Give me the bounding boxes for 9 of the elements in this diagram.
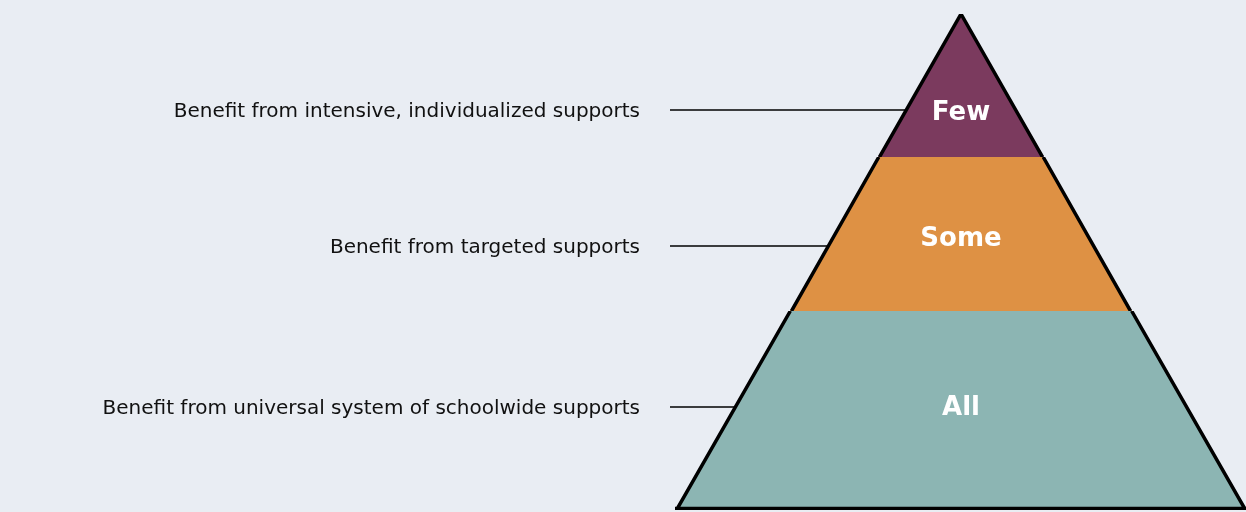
tier-description: Benefit from targeted supports	[329, 234, 670, 258]
leader-line	[669, 245, 829, 247]
tier-label: All	[941, 391, 981, 421]
tier-label: Few	[930, 96, 992, 126]
tier-label: Some	[919, 222, 1003, 252]
leader-line	[669, 406, 736, 408]
tier-description: Benefit from intensive, individualized supports	[173, 98, 670, 122]
leader-line	[669, 109, 907, 111]
tier-description: Benefit from universal system of schoolwide supports	[102, 395, 670, 419]
